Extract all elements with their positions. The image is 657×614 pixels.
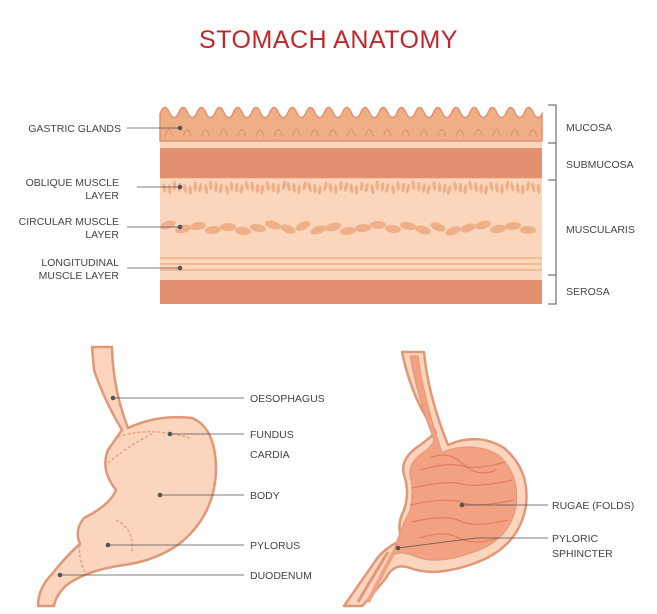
mucosa-layer [159, 106, 543, 142]
rugae-folds [409, 454, 515, 543]
serosa-layer [160, 279, 542, 304]
label-pyloric-1: PYLORIC [552, 533, 599, 545]
outer-stomach [36, 345, 218, 608]
label-mucosa: MUCOSA [566, 122, 612, 134]
label-oesophagus: OESOPHAGUS [250, 393, 325, 405]
label-fundus: FUNDUS [250, 429, 294, 441]
longitudinal-fibres [160, 257, 542, 271]
label-oblique-2: LAYER [85, 190, 119, 202]
inner-pointers [397, 504, 548, 549]
label-pyloric-2: SPHINCTER [552, 548, 613, 560]
page-title: STOMACH ANATOMY [199, 26, 458, 54]
outer-pointers [60, 397, 244, 576]
outer-stomach-shape [36, 345, 218, 608]
serosa-top-line [160, 276, 542, 280]
submucosa-layer [160, 148, 542, 178]
label-oblique-1: OBLIQUE MUSCLE [26, 177, 119, 189]
label-duodenum: DUODENUM [250, 570, 312, 582]
label-longitudinal-2: MUSCLE LAYER [39, 270, 120, 282]
layer-pointers [127, 127, 180, 269]
label-gastric-glands: GASTRIC GLANDS [28, 123, 121, 135]
label-muscularis: MUSCULARIS [566, 224, 635, 236]
label-body: BODY [250, 490, 280, 502]
label-rugae: RUGAE (FOLDS) [552, 500, 634, 512]
label-submucosa: SUBMUCOSA [566, 159, 634, 171]
label-serosa: SEROSA [566, 286, 610, 298]
submucosa-top-line [160, 141, 542, 148]
layer-brackets [548, 104, 557, 305]
label-circular-2: LAYER [85, 229, 119, 241]
label-longitudinal-1: LONGITUDINAL [41, 257, 119, 269]
oblique-fibres [162, 180, 541, 195]
inner-stomach [342, 350, 528, 608]
gastric-gland-marks [164, 129, 538, 138]
label-pylorus: PYLORUS [250, 540, 300, 552]
label-circular-1: CIRCULAR MUSCLE [19, 216, 119, 228]
label-cardia: CARDIA [250, 449, 290, 461]
tissue-layers [159, 106, 543, 304]
